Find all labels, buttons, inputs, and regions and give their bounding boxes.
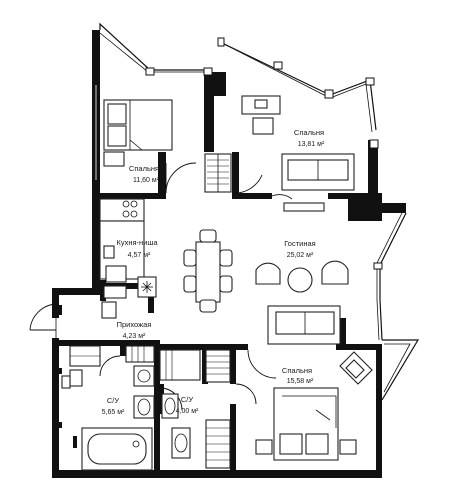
dining-table	[183, 229, 233, 313]
room-name-bedroom-1: Спальня	[129, 164, 159, 173]
room-name-bedroom-3: Спальня	[282, 366, 312, 375]
kitchen-units	[99, 198, 157, 299]
room-area-kitchen: 4,57 м²	[128, 252, 151, 259]
room-area-bath-2: 4,00 м²	[176, 408, 199, 415]
desk	[241, 95, 281, 135]
bed-3	[255, 387, 357, 461]
room-area-hall: 4,23 м²	[123, 333, 146, 340]
room-name-bedroom-2: Спальня	[294, 128, 324, 137]
room-name-hall: Прихожая	[117, 320, 152, 329]
room-area-bedroom-1: 11,60 м²	[133, 177, 160, 184]
wardrobe-3	[205, 349, 231, 469]
hall-furniture	[69, 301, 201, 381]
doors	[29, 162, 293, 411]
room-area-bath-1: 5,65 м²	[102, 409, 125, 416]
bathroom-1-fixtures	[61, 365, 155, 471]
room-area-living: 25,02 м²	[287, 252, 314, 259]
room-name-kitchen: Кухня-ниша	[116, 238, 158, 247]
balcony-outlines	[55, 22, 420, 401]
armchairs	[255, 260, 349, 293]
bed-1	[103, 99, 173, 167]
room-area-bedroom-2: 13,81 м²	[298, 141, 325, 148]
armchair-3	[339, 351, 373, 385]
room-name-bath-1: С/У	[107, 396, 120, 405]
room-name-living: Гостиная	[284, 239, 315, 248]
room-labels: Спальня 11,60 м² Спальня 13,81 м² Кухня-…	[102, 128, 325, 416]
bathroom-2-fixtures	[161, 393, 191, 459]
tv-stand	[283, 202, 325, 212]
sofa-living	[267, 305, 341, 345]
wardrobe-2	[204, 108, 232, 193]
room-name-bath-2: С/У	[181, 395, 194, 404]
sofa-bedroom-2	[281, 153, 355, 191]
room-area-bedroom-3: 15,58 м²	[287, 378, 314, 385]
